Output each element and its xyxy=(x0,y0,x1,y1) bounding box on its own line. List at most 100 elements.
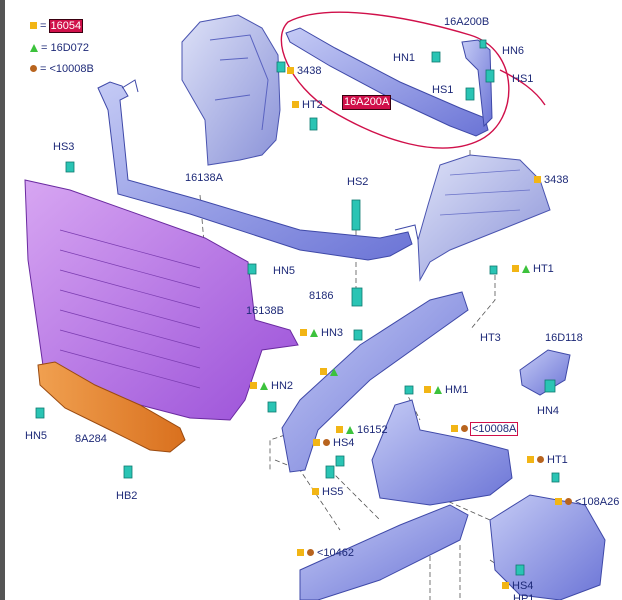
label-HT2-text: HT2 xyxy=(302,99,323,111)
label-HS1-left: HS1 xyxy=(432,84,454,96)
label-HN4: HN4 xyxy=(537,405,560,417)
label-HN2: HN2 xyxy=(250,380,293,393)
label-HN3-text: HN3 xyxy=(321,327,344,339)
legend-item-square: = 16054 xyxy=(30,19,84,33)
square-marker-icon xyxy=(451,425,458,432)
bar-16A200A xyxy=(285,27,489,137)
label-3438-right-text: 3438 xyxy=(544,174,569,186)
triangle-marker-icon xyxy=(330,368,338,376)
square-marker-icon xyxy=(30,22,37,29)
square-marker-icon xyxy=(424,386,431,393)
circle-marker-icon xyxy=(565,498,572,505)
label-8A284: 8A284 xyxy=(75,433,107,445)
label-16A200A: 16A200A xyxy=(341,95,392,110)
label-108A26-text: <108A26 xyxy=(575,496,620,508)
square-marker-icon xyxy=(534,176,541,183)
side-rail xyxy=(281,291,469,473)
label-HT1-top-text: HT1 xyxy=(533,263,554,275)
lower-rail-left xyxy=(299,504,469,600)
triangle-marker-icon xyxy=(30,44,38,52)
left-edge-bar xyxy=(0,0,5,600)
triangle-marker-icon xyxy=(310,329,318,337)
square-marker-icon xyxy=(336,426,343,433)
label-HS4-mid-text: HS4 xyxy=(333,437,355,449)
circle-marker-icon xyxy=(307,549,314,556)
label-HS4-bottom-text: HS4 xyxy=(512,580,534,592)
label-HT3: HT3 xyxy=(480,332,501,344)
label-HN6: HN6 xyxy=(502,45,525,57)
legend-eq: = xyxy=(40,63,47,75)
label-8186: 8186 xyxy=(309,290,334,302)
label-10008A-text: <10008A xyxy=(469,422,519,436)
triangle-marker-icon xyxy=(434,386,442,394)
label-HN2-text: HN2 xyxy=(271,380,294,392)
legend-code-16054: 16054 xyxy=(48,19,84,33)
bracket-3438-top xyxy=(181,14,281,166)
label-108A26: <108A26 xyxy=(555,496,619,509)
label-16A200B: 16A200B xyxy=(444,16,490,28)
label-HS2: HS2 xyxy=(347,176,369,188)
bracket-16D118 xyxy=(519,349,571,396)
label-16138A: 16138A xyxy=(185,172,223,184)
square-marker-icon xyxy=(297,549,304,556)
legend-code-10008B: <10008B xyxy=(49,63,94,75)
square-marker-icon xyxy=(292,101,299,108)
label-3438-top-text: 3438 xyxy=(297,65,322,77)
square-marker-icon xyxy=(512,265,519,272)
label-HS4-bottom: HS4 xyxy=(502,580,533,593)
label-HN3: HN3 xyxy=(300,327,343,340)
apron-panel xyxy=(371,399,513,506)
label-HS5: HS5 xyxy=(312,486,343,499)
circle-marker-icon xyxy=(537,456,544,463)
absorber-8A284 xyxy=(37,361,186,453)
label-10462-text: <10462 xyxy=(317,547,355,559)
circle-marker-icon xyxy=(461,425,468,432)
square-marker-icon xyxy=(320,368,327,375)
label-HS4-mid: HS4 xyxy=(313,437,354,450)
label-10462: <10462 xyxy=(297,547,354,560)
legend-item-circle: = <10008B xyxy=(30,63,94,76)
label-HT1-bottom-text: HT1 xyxy=(547,454,568,466)
support-tube-16138A xyxy=(97,81,413,261)
legend-eq: = xyxy=(40,20,47,32)
triangle-marker-icon xyxy=(260,382,268,390)
square-marker-icon xyxy=(527,456,534,463)
label-16138B: 16138B xyxy=(246,305,284,317)
label-HT1-bottom: HT1 xyxy=(527,454,568,467)
legend-item-triangle: = 16D072 xyxy=(30,42,89,55)
square-marker-icon xyxy=(313,439,320,446)
label-10008A: <10008A xyxy=(451,422,519,436)
label-16D118: 16D118 xyxy=(545,332,583,344)
legend-eq: = xyxy=(41,42,48,54)
radiator-assembly xyxy=(24,179,299,421)
label-3438-right: 3438 xyxy=(534,174,568,187)
label-HN5-left: HN5 xyxy=(25,430,48,442)
label-HN1-top: HN1 xyxy=(393,52,416,64)
square-marker-icon xyxy=(287,67,294,74)
triangle-marker-icon xyxy=(522,265,530,273)
square-marker-icon xyxy=(250,382,257,389)
label-HM1-text: HM1 xyxy=(445,384,469,396)
label-HS1-right: HS1 xyxy=(512,73,534,85)
circle-marker-icon xyxy=(323,439,330,446)
label-HN5-mid: HN5 xyxy=(273,265,296,277)
square-marker-icon xyxy=(300,329,307,336)
triangle-marker-icon xyxy=(346,426,354,434)
label-sq-tri-marker xyxy=(320,366,341,379)
legend-code-16D072: 16D072 xyxy=(50,42,90,54)
label-3438-top: 3438 xyxy=(287,65,321,78)
label-16152-text: 16152 xyxy=(357,424,388,436)
label-HP1: HP1 xyxy=(513,593,535,600)
label-HB2: HB2 xyxy=(116,490,138,502)
square-marker-icon xyxy=(502,582,509,589)
bracket-3438-right xyxy=(417,154,551,282)
fasteners xyxy=(35,39,560,576)
label-16152: 16152 xyxy=(336,424,388,437)
square-marker-icon xyxy=(555,498,562,505)
label-HT1-top: HT1 xyxy=(512,263,554,276)
label-HS5-text: HS5 xyxy=(322,486,344,498)
label-HM1: HM1 xyxy=(424,384,468,397)
label-HS3: HS3 xyxy=(53,141,75,153)
circle-marker-icon xyxy=(30,65,37,72)
